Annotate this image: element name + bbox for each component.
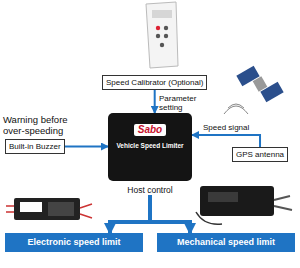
device-body: SaboVehicle Speed Limiter: [108, 113, 192, 181]
mechanical-actuator: [196, 186, 292, 224]
edge-label: Speed signal: [203, 123, 249, 132]
remote-control: [146, 2, 178, 68]
device-name: Vehicle Speed Limiter: [108, 141, 192, 150]
electronic-controller: [6, 198, 92, 220]
node-text: Electronic speed limit: [5, 233, 143, 252]
note-label: Warning before over-speeding: [3, 114, 83, 136]
host-label: Host control: [108, 185, 192, 195]
gps-satellite: [224, 66, 284, 114]
connector-arrow: [65, 146, 108, 148]
node-text: Mechanical speed limit: [157, 233, 295, 252]
output-bar: Electronic speed limit: [5, 233, 143, 252]
connector-arrow: [192, 135, 260, 147]
output-bar: Mechanical speed limit: [157, 233, 295, 252]
gps-box: GPS antenna: [232, 147, 288, 162]
buzzer-box: Built-in Buzzer: [5, 139, 65, 154]
node-text: Built-in Buzzer: [9, 141, 61, 152]
brand-logo: Sabo: [134, 124, 166, 136]
connector-arrow: [150, 195, 190, 233]
calibrator-box: Speed Calibrator (Optional): [102, 75, 207, 90]
node-text: Speed Calibrator (Optional): [106, 77, 203, 88]
connector-arrow: [110, 195, 150, 233]
host-device: SaboVehicle Speed LimiterHost control: [108, 113, 192, 195]
connector-arrow: [154, 90, 156, 113]
node-text: GPS antenna: [236, 149, 284, 160]
edge-label: Parameter setting: [159, 94, 203, 112]
